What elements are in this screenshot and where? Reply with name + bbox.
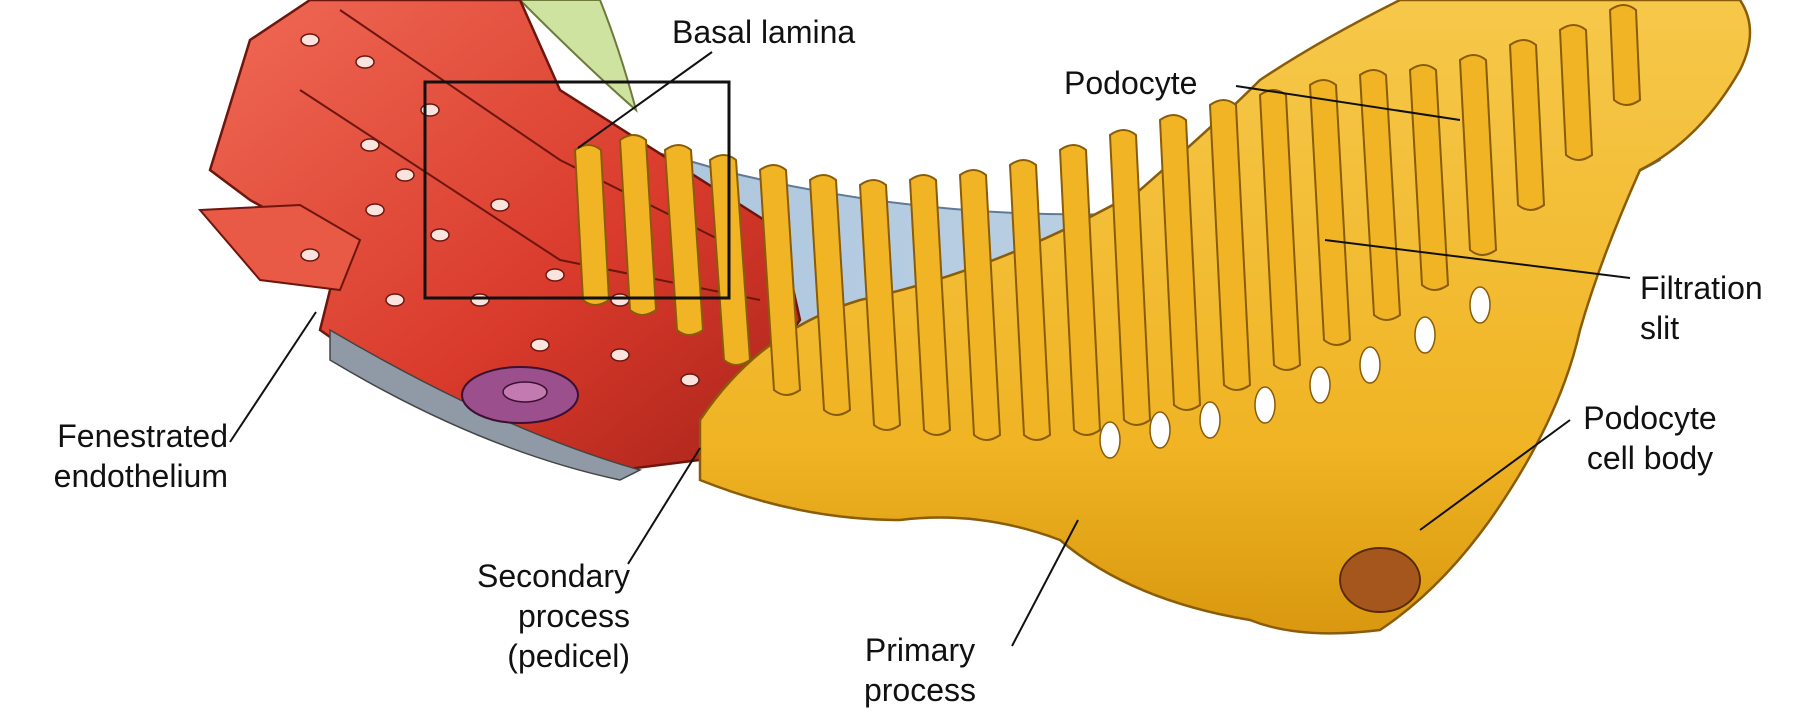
label-fenestrated-endothelium-line-2: endothelium	[8, 456, 228, 496]
podocyte-nucleus	[1340, 548, 1420, 612]
label-podocyte-cell-body: Podocyte cell body	[1560, 398, 1740, 478]
label-filtration-slit-line-2: slit	[1640, 308, 1763, 348]
label-fenestrated-endothelium-line-1: Fenestrated	[8, 416, 228, 456]
label-basal-lamina: Basal lamina	[672, 12, 855, 52]
label-podocyte-cell-body-line-2: cell body	[1560, 438, 1740, 478]
label-filtration-slit: Filtration slit	[1640, 268, 1763, 348]
label-fenestrated-endothelium: Fenestrated endothelium	[8, 416, 228, 496]
label-primary-process: Primary process	[850, 630, 990, 710]
label-podocyte: Podocyte	[1064, 63, 1197, 103]
label-podocyte-cell-body-line-1: Podocyte	[1560, 398, 1740, 438]
label-filtration-slit-line-1: Filtration	[1640, 268, 1763, 308]
label-secondary-process: Secondary process (pedicel)	[420, 556, 630, 676]
label-secondary-process-line-1: Secondary	[420, 556, 630, 596]
label-primary-process-line-2: process	[850, 670, 990, 710]
label-primary-process-line-1: Primary	[850, 630, 990, 670]
label-secondary-process-line-3: (pedicel)	[420, 636, 630, 676]
label-secondary-process-line-2: process	[420, 596, 630, 636]
